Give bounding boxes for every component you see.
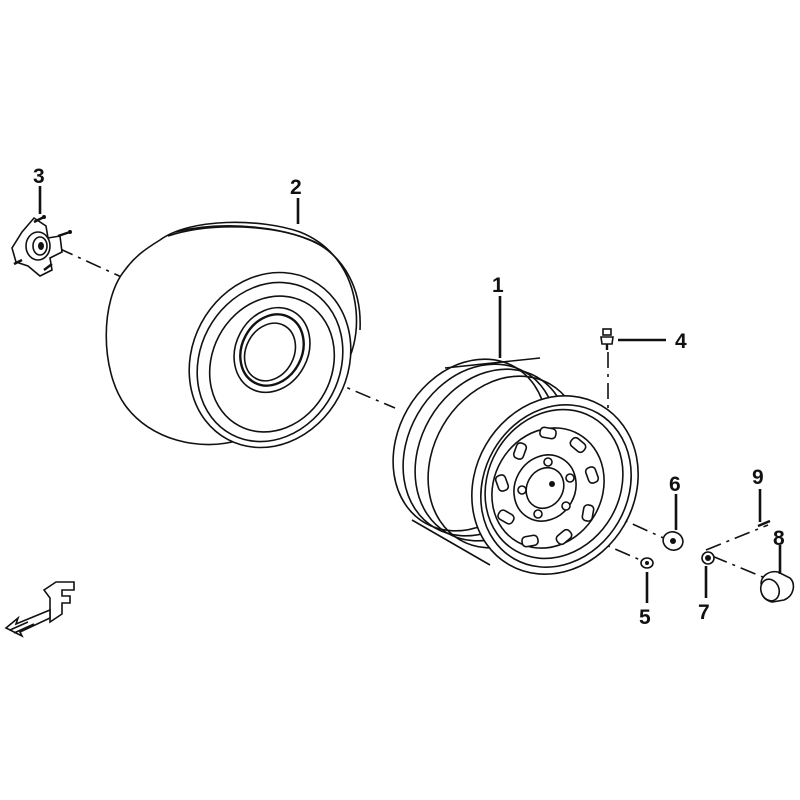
- rim-vent-holes: [494, 426, 600, 548]
- part-number-3: 3: [33, 165, 45, 188]
- part-number-6: 6: [669, 473, 681, 496]
- nut-part-5: [640, 557, 654, 569]
- part-number-5: 5: [639, 606, 651, 629]
- part-number-labels: 1 2 3 4 5 6 7 8 9: [33, 165, 785, 629]
- cap-part: [759, 570, 795, 603]
- part-number-4: 4: [675, 330, 687, 353]
- part-number-8: 8: [773, 527, 785, 550]
- part-number-7: 7: [698, 601, 710, 624]
- tire-part: [105, 221, 361, 449]
- part-number-9: 9: [752, 466, 764, 489]
- washer-part: [662, 531, 684, 551]
- pin-part: [757, 519, 771, 528]
- valve-part: [600, 328, 614, 350]
- wheel-rim-part: [392, 357, 639, 575]
- part-number-1: 1: [492, 274, 504, 297]
- lug-nut-part: [701, 551, 715, 565]
- part-number-2: 2: [290, 176, 302, 199]
- front-direction-arrow-icon: [4, 581, 75, 638]
- hub-part: [11, 215, 72, 277]
- leader-lines: [38, 186, 782, 603]
